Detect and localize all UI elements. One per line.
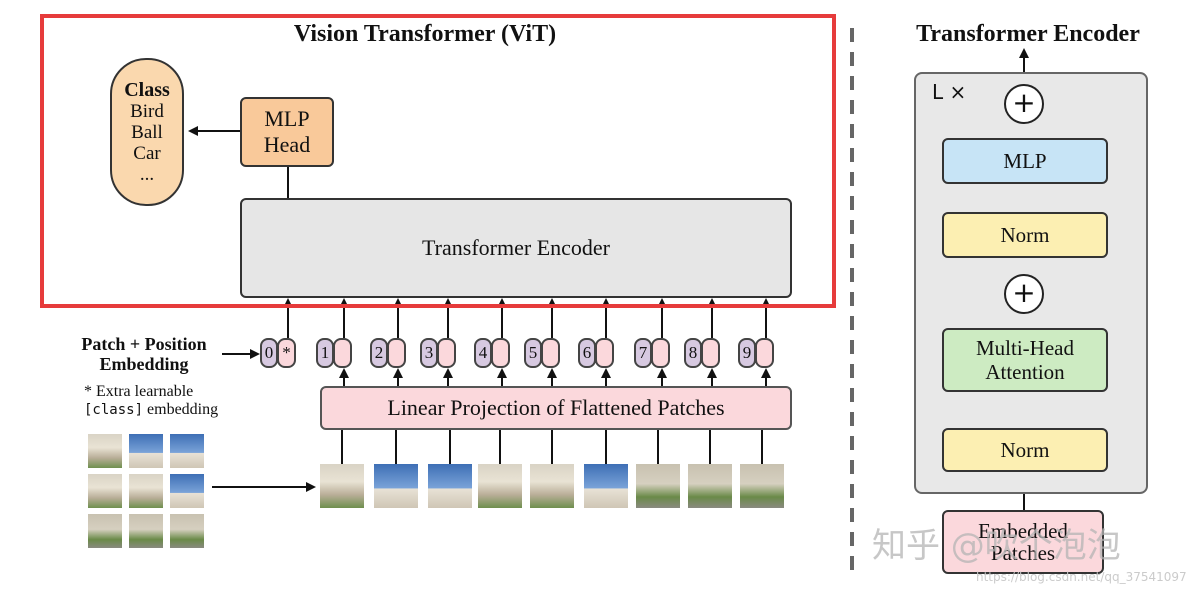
flattened-patch: [530, 464, 574, 508]
norm-top-box: Norm: [942, 212, 1108, 258]
token-embedding: 3: [420, 338, 456, 368]
token-embedding: 2: [370, 338, 406, 368]
class-heading: Class: [124, 78, 170, 101]
repeat-label: L ×: [932, 80, 967, 104]
mlp-head-line1: MLP: [264, 106, 310, 131]
norm-bottom-box: Norm: [942, 428, 1108, 472]
mha-line1: Multi-Head: [976, 336, 1074, 360]
image-patch: [129, 474, 163, 508]
token-embedding-cell: *: [277, 338, 296, 368]
embedded-line1: Embedded: [978, 519, 1068, 543]
token-index: 3: [420, 338, 438, 368]
token-index: 2: [370, 338, 388, 368]
token-embedding: 4: [474, 338, 510, 368]
image-patch: [129, 434, 163, 468]
extra-learnable-note: * Extra learnable [class] embedding: [84, 383, 218, 419]
class-item: ...: [139, 163, 155, 185]
flattened-patch: [478, 464, 522, 508]
extra-note-line1: * Extra learnable: [84, 383, 194, 400]
token-embedding-cell: [333, 338, 352, 368]
image-patch: [170, 514, 204, 548]
mlp-head-line2: Head: [263, 132, 311, 157]
patch-position-label: Patch + Position Embedding: [64, 334, 224, 374]
flattened-patch: [320, 464, 364, 508]
multi-head-attention-box: Multi-Head Attention: [942, 328, 1108, 392]
token-index: 7: [634, 338, 652, 368]
highlight-frame: [40, 14, 836, 308]
token-index: 9: [738, 338, 756, 368]
watermark-url: https://blog.csdn.net/qq_37541097: [976, 570, 1187, 584]
flattened-patch: [636, 464, 680, 508]
plus-circle-icon: +: [1004, 274, 1044, 314]
linear-projection-box: Linear Projection of Flattened Patches: [320, 386, 792, 430]
extra-note-rest: embedding: [143, 401, 219, 418]
image-patch: [88, 434, 122, 468]
image-patch: [129, 514, 163, 548]
mha-line2: Attention: [985, 360, 1065, 384]
token-embedding: 0*: [260, 338, 296, 368]
token-embedding: 9: [738, 338, 774, 368]
watermark-text: 知乎 @吹个泡泡: [872, 526, 1121, 566]
token-embedding: 5: [524, 338, 560, 368]
token-embedding-cell: [437, 338, 456, 368]
class-item: Car: [133, 142, 161, 164]
transformer-encoder-box: Transformer Encoder: [240, 198, 792, 298]
token-embedding-cell: [701, 338, 720, 368]
token-embedding: 1: [316, 338, 352, 368]
token-embedding-cell: [755, 338, 774, 368]
flattened-patch: [740, 464, 784, 508]
encoder-label: Transformer Encoder: [422, 235, 610, 260]
image-patch: [170, 474, 204, 508]
token-index: 6: [578, 338, 596, 368]
class-item: Bird: [130, 100, 164, 122]
token-index: 0: [260, 338, 278, 368]
embedded-patches-box: Embedded Patches: [942, 510, 1104, 574]
class-item: Ball: [131, 121, 163, 143]
plus-circle-icon: +: [1004, 84, 1044, 124]
linear-label: Linear Projection of Flattened Patches: [387, 395, 725, 420]
token-embedding: 7: [634, 338, 670, 368]
patch-position-line2: Embedding: [99, 354, 189, 374]
embedded-line2: Patches: [990, 541, 1056, 565]
token-index: 1: [316, 338, 334, 368]
class-output-box: Class Bird Ball Car ...: [110, 58, 184, 206]
flattened-patch: [374, 464, 418, 508]
norm-top-label: Norm: [1000, 222, 1050, 247]
image-patch: [170, 434, 204, 468]
token-embedding-cell: [541, 338, 560, 368]
token-embedding-cell: [595, 338, 614, 368]
source-image-grid: [88, 434, 206, 548]
patch-position-line1: Patch + Position: [81, 334, 207, 354]
token-embedding-cell: [387, 338, 406, 368]
flattened-patch: [584, 464, 628, 508]
token-embedding-cell: [651, 338, 670, 368]
token-index: 5: [524, 338, 542, 368]
class-code: [class]: [84, 402, 144, 418]
token-index: 4: [474, 338, 492, 368]
mlp-label: MLP: [1003, 148, 1047, 173]
encoder-detail-title: Transformer Encoder: [916, 20, 1140, 47]
mlp-head-box: MLP Head: [240, 97, 334, 167]
flattened-patch: [688, 464, 732, 508]
token-embedding: 6: [578, 338, 614, 368]
flattened-patch: [428, 464, 472, 508]
token-embedding: 8: [684, 338, 720, 368]
vit-title: Vision Transformer (ViT): [293, 20, 557, 47]
image-patch: [88, 474, 122, 508]
mlp-box: MLP: [942, 138, 1108, 184]
image-patch: [88, 514, 122, 548]
token-index: 8: [684, 338, 702, 368]
token-embedding-cell: [491, 338, 510, 368]
extra-note-line2: [class] embedding: [84, 401, 218, 419]
norm-bottom-label: Norm: [1000, 437, 1050, 462]
